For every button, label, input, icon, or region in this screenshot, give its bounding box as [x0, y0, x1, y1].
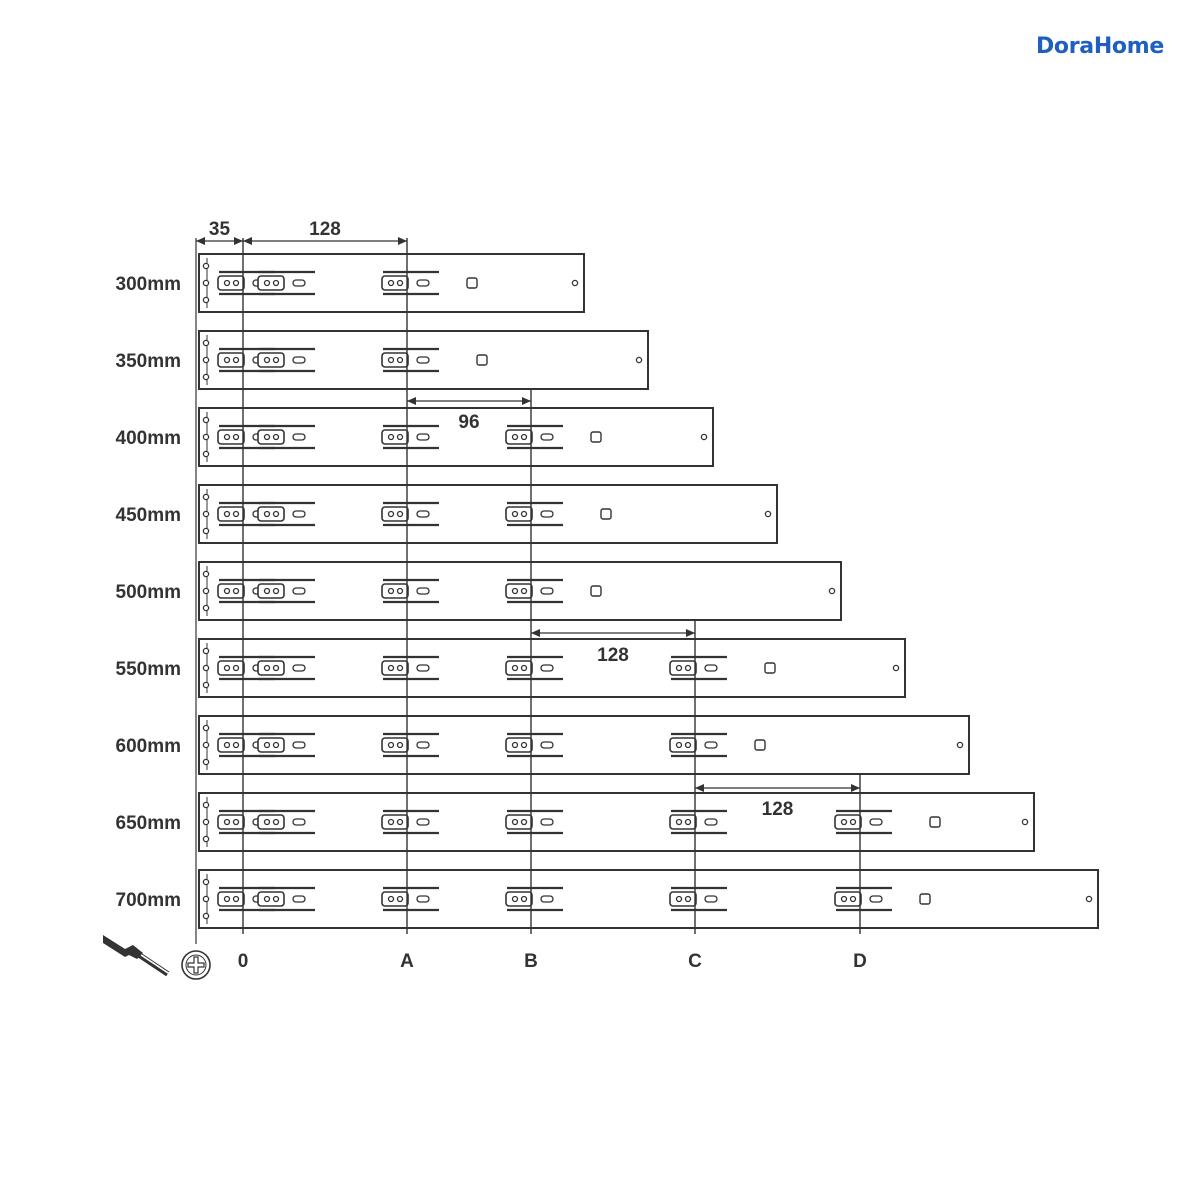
rail-length-label: 550mm — [116, 659, 182, 680]
mount-bracket — [381, 732, 439, 758]
screwdriver-icon — [103, 935, 170, 977]
rail-row: 700mm — [116, 869, 1099, 929]
mount-bracket — [669, 732, 727, 758]
square-hole — [466, 277, 478, 289]
rail-row: 550mm — [116, 638, 906, 698]
rail-row: 350mm — [116, 330, 649, 390]
mount-bracket — [257, 732, 315, 758]
rail-length-label: 500mm — [116, 582, 182, 603]
mount-bracket — [257, 424, 315, 450]
mount-bracket — [217, 732, 275, 758]
rail-row: 500mm — [116, 561, 842, 621]
mount-bracket — [381, 655, 439, 681]
dimension-arrow: 128 — [243, 219, 407, 245]
column-label: C — [688, 951, 702, 972]
dimension-label: 35 — [209, 219, 231, 240]
mount-bracket — [505, 655, 563, 681]
rail-row: 400mm — [116, 407, 714, 467]
rail-length-label: 600mm — [116, 736, 182, 757]
rail-length-label: 700mm — [116, 890, 182, 911]
dimension-arrow: 128 — [695, 784, 860, 820]
rail-length-label: 350mm — [116, 351, 182, 372]
rail-body — [198, 330, 649, 390]
square-hole — [600, 508, 612, 520]
mount-bracket — [669, 809, 727, 835]
mount-bracket — [217, 655, 275, 681]
mount-bracket — [257, 655, 315, 681]
square-hole — [590, 585, 602, 597]
column-guides — [195, 238, 861, 944]
mount-bracket — [381, 886, 439, 912]
square-hole — [764, 662, 776, 674]
mount-bracket — [257, 347, 315, 373]
dimension-arrow: 96 — [407, 397, 531, 433]
dimension-label: 128 — [597, 645, 629, 666]
rail-body — [198, 715, 970, 775]
rail-length-label: 300mm — [116, 274, 182, 295]
mount-bracket — [381, 501, 439, 527]
mount-bracket — [505, 732, 563, 758]
column-label: D — [853, 951, 867, 972]
column-label: 0 — [238, 951, 249, 972]
column-labels: 0 A B C D — [238, 951, 867, 972]
rail-length-label: 450mm — [116, 505, 182, 526]
rail-row: 300mm — [116, 253, 585, 313]
rail-body — [198, 561, 842, 621]
square-hole — [919, 893, 931, 905]
mount-bracket — [505, 809, 563, 835]
mount-bracket — [505, 886, 563, 912]
rail-row: 650mm — [116, 792, 1035, 852]
square-hole — [590, 431, 602, 443]
dimension-arrow: 35 — [196, 219, 243, 245]
column-label: B — [524, 951, 538, 972]
mount-bracket — [381, 809, 439, 835]
mount-bracket — [381, 578, 439, 604]
mount-bracket — [505, 578, 563, 604]
mount-bracket — [834, 886, 892, 912]
rail-row: 600mm — [116, 715, 970, 775]
mount-bracket — [257, 578, 315, 604]
mount-bracket — [257, 501, 315, 527]
mount-bracket — [669, 655, 727, 681]
mount-bracket — [505, 501, 563, 527]
mount-bracket — [381, 424, 439, 450]
column-label: A — [400, 951, 414, 972]
brand-name: DoraHome — [1035, 34, 1164, 59]
square-hole — [929, 816, 941, 828]
mount-bracket — [257, 809, 315, 835]
rail-body — [198, 638, 906, 698]
dimension-arrow: 128 — [531, 629, 695, 666]
rail-length-label: 650mm — [116, 813, 182, 834]
mount-bracket — [505, 424, 563, 450]
rail-body — [198, 792, 1035, 852]
rail-body — [198, 869, 1099, 929]
dimension-label: 96 — [458, 412, 479, 433]
mount-bracket — [381, 270, 439, 296]
brand-logo: DoraHome — [1036, 34, 1164, 59]
mount-bracket — [381, 347, 439, 373]
dimension-annotations: 35 128 96 128 128 — [196, 219, 860, 820]
mount-bracket — [217, 347, 275, 373]
screw-head-icon — [181, 950, 211, 980]
mount-bracket — [257, 886, 315, 912]
mount-bracket — [669, 886, 727, 912]
dimension-label: 128 — [762, 799, 794, 820]
rail-length-label: 400mm — [116, 428, 182, 449]
rails-group: 300mm 350mm 400mm 450mm 500mm 550mm 600mm 650mm… — [116, 253, 1099, 929]
square-hole — [476, 354, 488, 366]
dimension-label: 128 — [309, 219, 341, 240]
rail-row: 450mm — [116, 484, 778, 544]
rail-body — [198, 484, 778, 544]
mount-bracket — [834, 809, 892, 835]
mount-bracket — [257, 270, 315, 296]
square-hole — [754, 739, 766, 751]
